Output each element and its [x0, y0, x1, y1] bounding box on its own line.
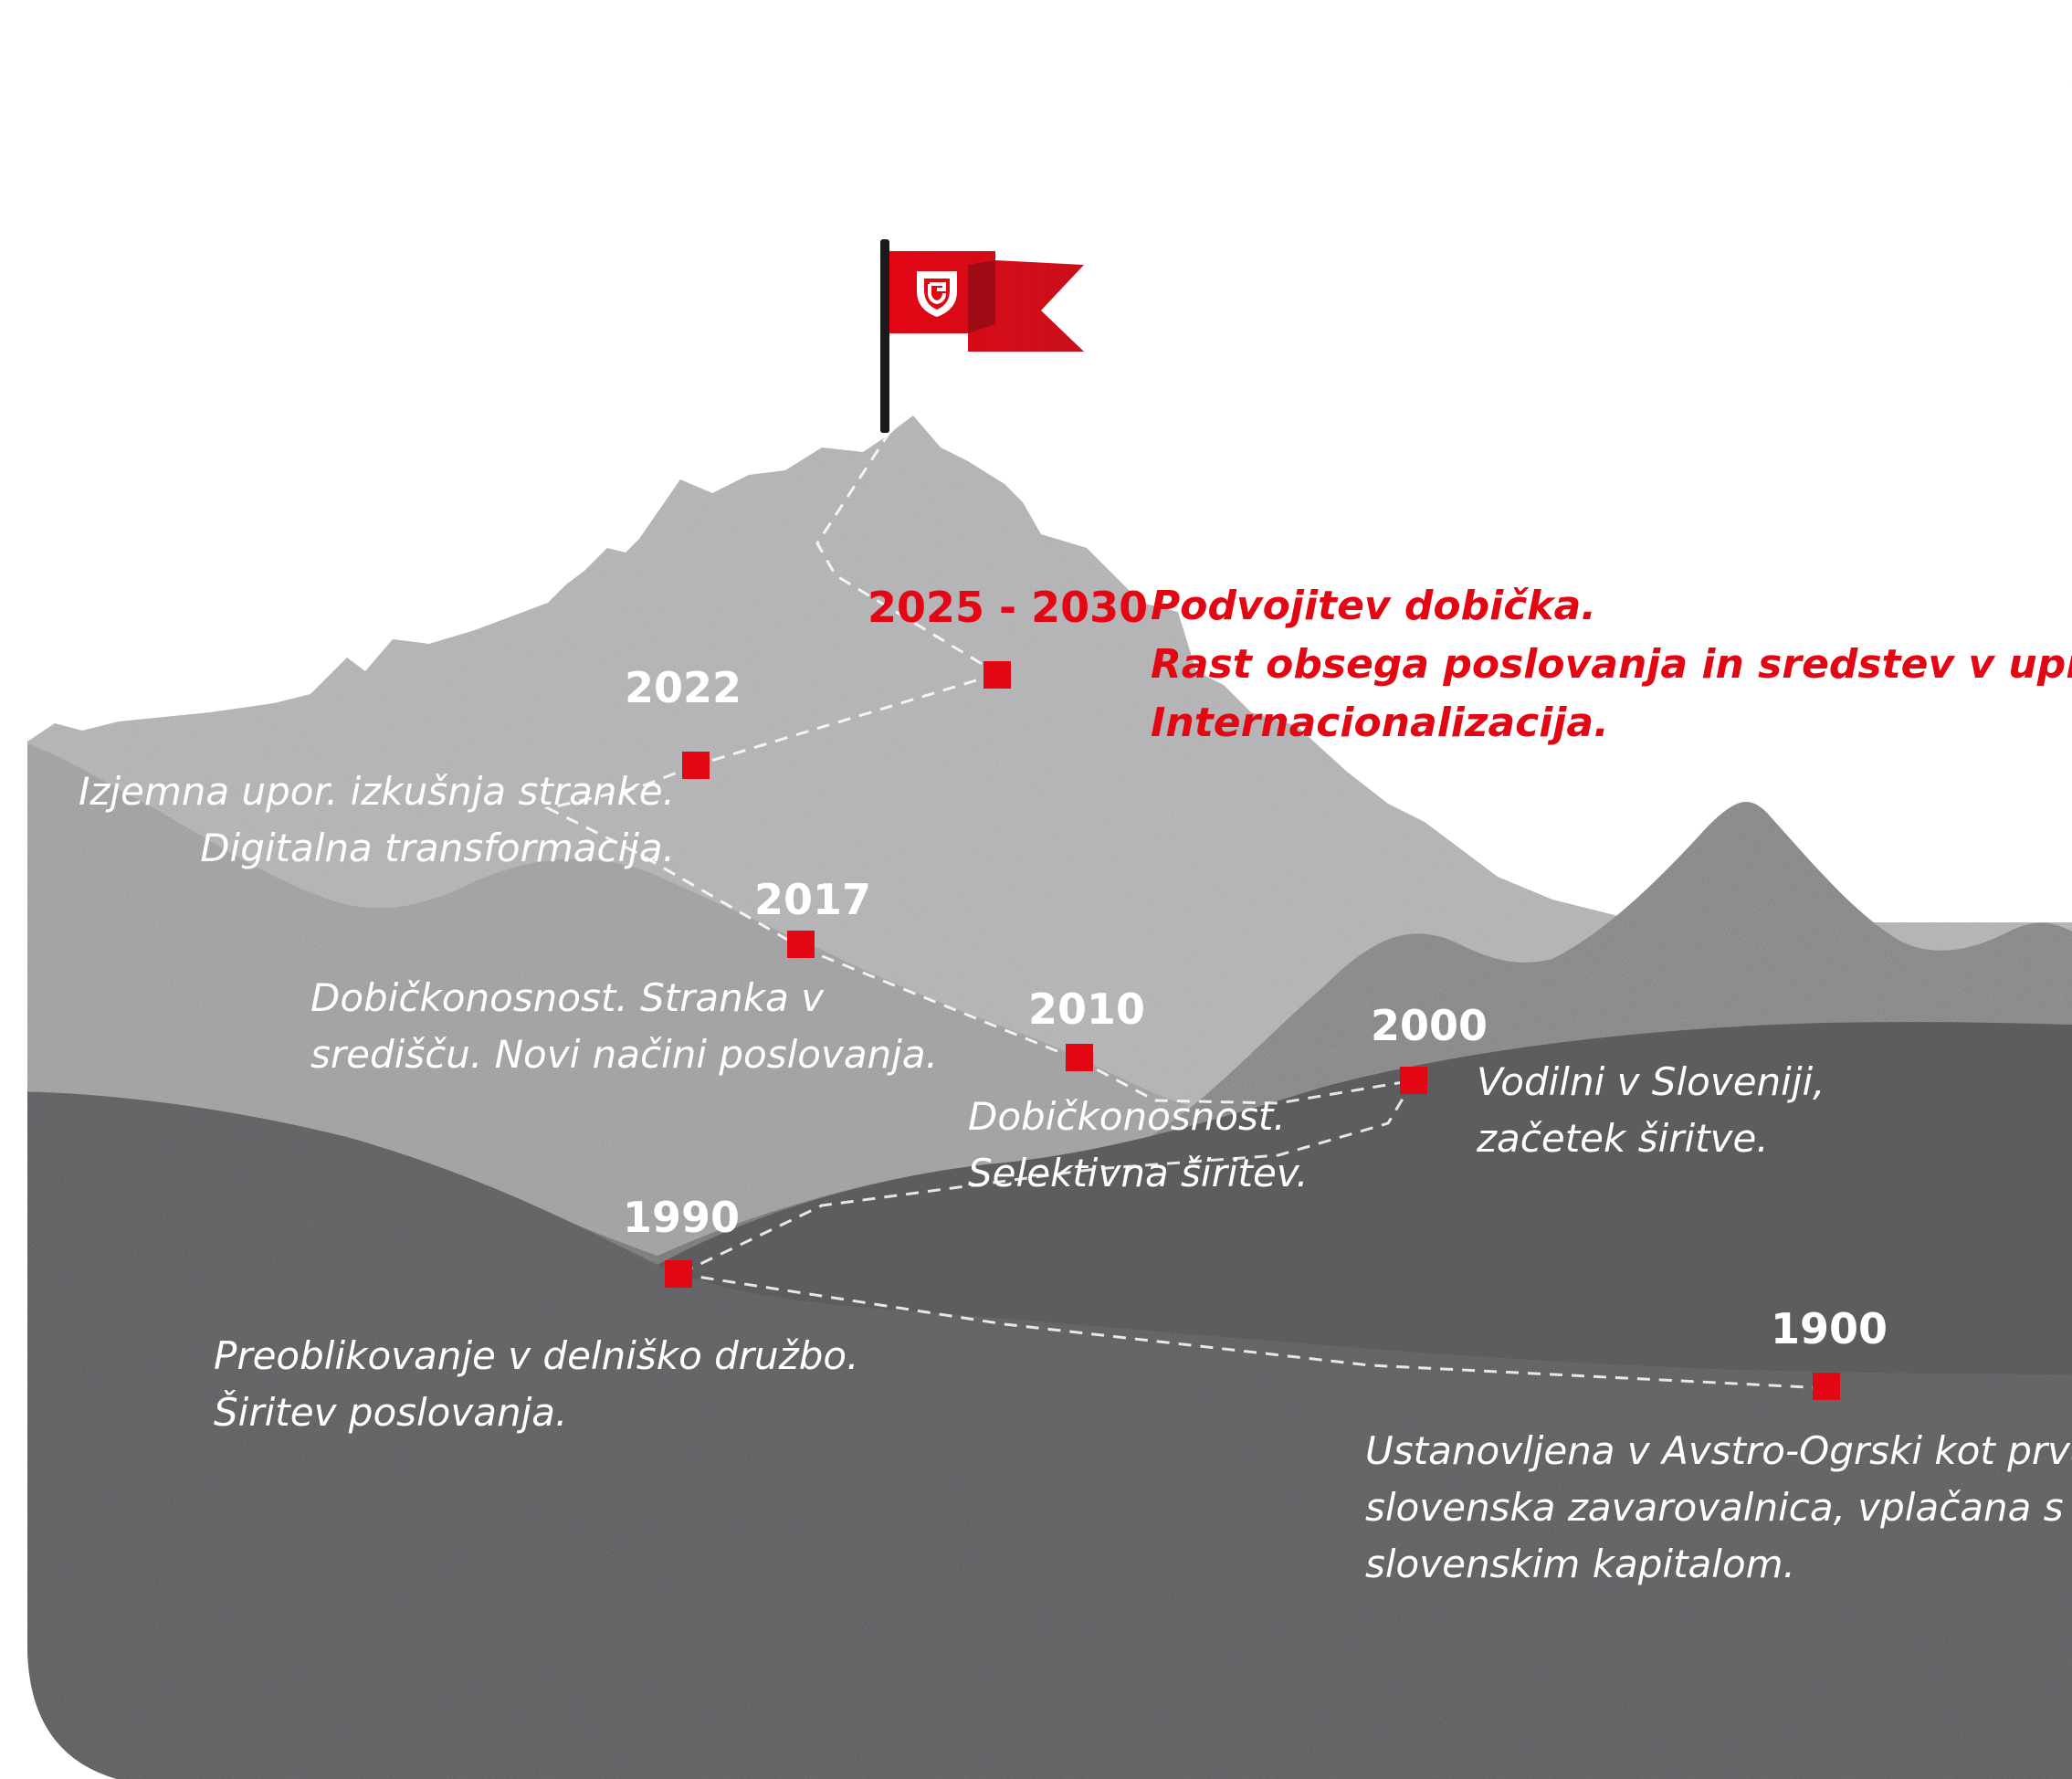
description-line: Selektivna širitev. [968, 1151, 1309, 1195]
milestone-marker-1900 [1813, 1373, 1840, 1400]
description-line: središču. Novi načini poslovanja. [310, 1032, 938, 1077]
milestone-year-2022: 2022 [625, 663, 742, 712]
goal-description: Podvojitev dobička. Rast obsega poslovan… [1151, 577, 2072, 753]
milestone-description-2000: Vodilni v Sloveniji, začetek širitve. [1477, 1054, 1825, 1167]
milestone-description-2010: Dobičkonosnost. Selektivna širitev. [968, 1089, 1309, 1202]
description-line: Izjemna upor. izkušnja stranke. [78, 769, 675, 814]
description-line: začetek širitve. [1477, 1116, 1769, 1161]
description-line: Dobičkonosnost. [968, 1094, 1286, 1139]
description-line: Dobičkonosnost. Stranka v [310, 975, 825, 1020]
goal-year: 2025 - 2030 [868, 583, 1149, 632]
description-line: Digitalna transformacija. [200, 826, 675, 870]
summit-flag [880, 239, 1084, 433]
description-line: Preoblikovanje v delniško družbo. [214, 1333, 859, 1378]
dashed-route [543, 430, 1827, 1390]
flag-pole [880, 239, 889, 433]
milestone-year-2000: 2000 [1371, 1001, 1488, 1050]
milestone-marker-2017 [787, 931, 815, 958]
description-line: Vodilni v Sloveniji, [1477, 1059, 1825, 1104]
milestone-description-2022: Izjemna upor. izkušnja stranke. Digitaln… [79, 763, 675, 877]
milestone-year-1990: 1990 [623, 1193, 741, 1242]
goal-line: Internacionalizacija. [1151, 700, 1609, 746]
description-line: Širitev poslovanja. [214, 1390, 568, 1435]
shield-logo-icon [917, 271, 957, 317]
milestone-year-2017: 2017 [754, 875, 872, 924]
description-line: Ustanovljena v Avstro-Ogrski kot prva [1365, 1428, 2072, 1473]
milestone-year-2010: 2010 [1028, 984, 1146, 1034]
milestone-marker-1990 [665, 1260, 692, 1288]
milestone-marker-goal [983, 661, 1011, 689]
milestone-marker-2000 [1400, 1067, 1427, 1094]
milestone-marker-2010 [1066, 1044, 1093, 1071]
milestone-marker-2022 [682, 752, 710, 779]
milestone-description-2017: Dobičkonosnost. Stranka v središču. Novi… [310, 970, 938, 1083]
milestone-description-1900: Ustanovljena v Avstro-Ogrski kot prva sl… [1365, 1423, 2072, 1593]
goal-line: Podvojitev dobička. [1151, 583, 1596, 629]
milestone-year-1900: 1900 [1771, 1304, 1888, 1353]
goal-line: Rast obsega poslovanja in sredstev v upr… [1151, 641, 2072, 688]
milestone-description-1990: Preoblikovanje v delniško družbo. Širite… [214, 1328, 858, 1441]
description-line: slovenska zavarovalnica, vplačana s [1365, 1485, 2064, 1530]
description-line: slovenskim kapitalom. [1365, 1542, 1795, 1586]
